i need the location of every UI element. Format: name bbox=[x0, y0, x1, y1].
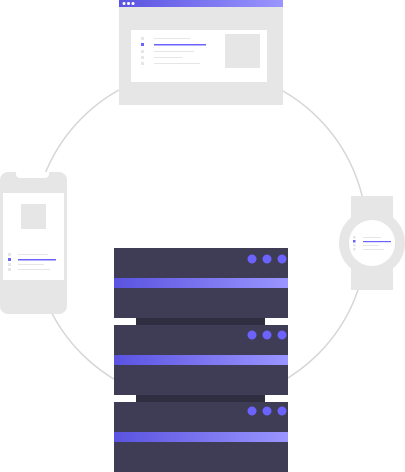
list-line bbox=[154, 57, 182, 58]
status-light-icon bbox=[262, 406, 272, 416]
list-line bbox=[363, 245, 379, 246]
status-light-icon bbox=[247, 254, 257, 264]
list-bullet-icon bbox=[141, 62, 144, 65]
status-light-icon bbox=[247, 330, 257, 340]
list-bullet-icon bbox=[353, 244, 356, 247]
image-placeholder-icon bbox=[225, 34, 260, 68]
list-line-active bbox=[154, 44, 206, 46]
smartwatch bbox=[339, 196, 405, 290]
list-bullet-icon bbox=[8, 268, 11, 271]
status-light-icon bbox=[262, 254, 272, 264]
list-bullet-icon bbox=[353, 240, 356, 243]
status-light-icon bbox=[247, 406, 257, 416]
server-rack bbox=[114, 248, 288, 472]
server-connector bbox=[136, 395, 265, 402]
status-light-icon bbox=[262, 330, 272, 340]
server-stripe bbox=[114, 432, 288, 442]
list-line bbox=[154, 38, 190, 39]
browser-window bbox=[119, 0, 283, 105]
list-line bbox=[154, 63, 200, 64]
status-light-icon bbox=[277, 254, 287, 264]
list-bullet-icon bbox=[353, 236, 356, 239]
server-connector bbox=[136, 318, 265, 325]
list-bullet-icon bbox=[141, 56, 144, 59]
list-bullet-icon bbox=[141, 50, 144, 53]
window-dot-icon bbox=[131, 2, 135, 5]
list-bullet-icon bbox=[353, 248, 356, 251]
list-line bbox=[18, 254, 48, 255]
image-placeholder-icon bbox=[21, 204, 46, 229]
watch-face bbox=[349, 220, 395, 266]
list-bullet-icon bbox=[8, 253, 11, 256]
server-stripe bbox=[114, 355, 288, 365]
list-bullet-icon bbox=[8, 258, 11, 261]
list-line bbox=[154, 51, 194, 52]
list-bullet-icon bbox=[141, 43, 144, 46]
list-line bbox=[363, 237, 381, 238]
status-light-icon bbox=[277, 406, 287, 416]
phone-notch bbox=[16, 172, 49, 178]
smartphone bbox=[0, 172, 67, 314]
window-dot-icon bbox=[122, 2, 126, 5]
list-line bbox=[18, 269, 50, 270]
list-line-active bbox=[18, 259, 56, 261]
browser-titlebar bbox=[119, 0, 283, 7]
server-stripe bbox=[114, 278, 288, 288]
list-bullet-icon bbox=[141, 37, 144, 40]
window-dot-icon bbox=[127, 2, 130, 5]
list-line bbox=[363, 249, 384, 250]
list-bullet-icon bbox=[8, 263, 11, 266]
status-light-icon bbox=[277, 330, 287, 340]
list-line bbox=[18, 264, 44, 265]
list-line-active bbox=[363, 241, 391, 243]
